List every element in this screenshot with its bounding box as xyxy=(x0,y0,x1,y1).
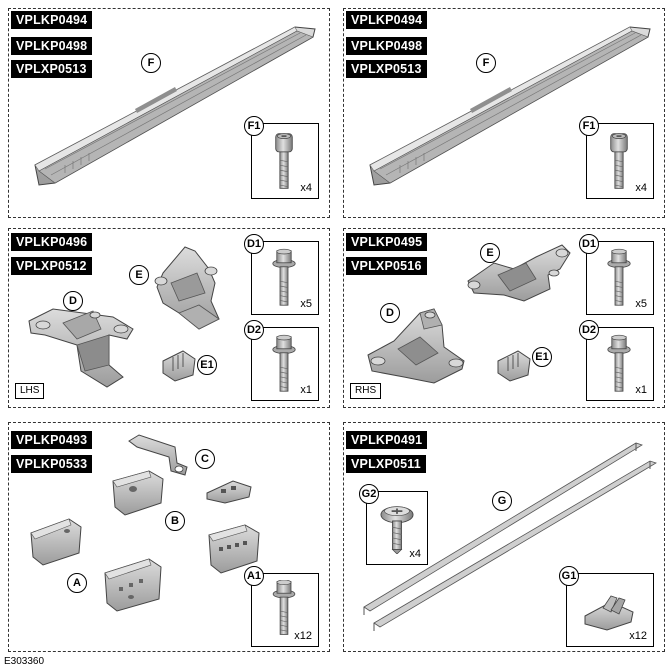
fastener-inset-a1: A1 x12 xyxy=(244,566,319,647)
part-callout-f: F xyxy=(476,53,496,73)
fastener-inset-g1: G1 x12 xyxy=(559,566,654,647)
fastener-inset-d2: D2 x1 xyxy=(244,320,319,401)
flange-bolt-icon xyxy=(272,248,296,306)
flange-bolt-icon xyxy=(607,248,631,306)
part-callout-a: A xyxy=(67,573,87,593)
bracket-e-illustration xyxy=(154,246,220,330)
fastener-callout: D2 xyxy=(579,320,599,340)
block-a-illustration xyxy=(30,518,82,566)
fastener-callout: D1 xyxy=(244,234,264,254)
fastener-inset-d1: D1 x5 xyxy=(579,234,654,315)
fastener-quantity: x1 xyxy=(635,384,647,396)
fastener-quantity: x5 xyxy=(300,298,312,310)
rail-g-illustration xyxy=(363,442,657,631)
pan-head-screw-icon xyxy=(380,505,414,554)
kit-panel-3: VPLKP0496 VPLXP0512 D E E1 D1 x5 D2 x1 L… xyxy=(8,228,330,408)
part-callout-b: B xyxy=(165,511,185,531)
kit-panel-1: VPLKP0494 VPLKP0498 VPLXP0513 F F1 x4 xyxy=(8,8,330,218)
part-code: VPLKP0494 xyxy=(11,11,93,29)
side-label: RHS xyxy=(350,383,382,399)
fastener-quantity: x12 xyxy=(629,630,647,642)
part-callout-e1: E1 xyxy=(197,355,217,375)
figure-reference: E303360 xyxy=(4,656,45,667)
fastener-callout: F1 xyxy=(244,116,264,136)
part-code: VPLKP0533 xyxy=(11,455,93,473)
fastener-quantity: x4 xyxy=(635,182,647,194)
fastener-quantity: x12 xyxy=(294,630,312,642)
fastener-callout: A1 xyxy=(244,566,264,586)
fastener-quantity: x4 xyxy=(409,548,421,560)
part-code: VPLXP0513 xyxy=(11,60,92,78)
fastener-inset-f1: F1 x4 xyxy=(244,116,319,199)
flange-bolt-icon xyxy=(607,334,631,392)
fastener-quantity: x1 xyxy=(300,384,312,396)
fastener-callout: F1 xyxy=(579,116,599,136)
plate-c-illustration xyxy=(206,480,252,504)
bracket-e-illustration xyxy=(467,244,571,302)
block-a-illustration xyxy=(104,558,162,612)
kit-panel-2: VPLKP0494 VPLKP0498 VPLXP0513 F F1 x4 xyxy=(343,8,665,218)
block-b-illustration xyxy=(112,470,164,516)
side-label: LHS xyxy=(15,383,45,399)
fastener-inset-f1: F1 x4 xyxy=(579,116,654,199)
flange-bolt-icon xyxy=(272,580,296,635)
part-code: VPLXP0516 xyxy=(346,257,427,275)
part-callout-f: F xyxy=(141,53,161,73)
part-callout-e1: E1 xyxy=(532,347,552,367)
fastener-callout: D2 xyxy=(244,320,264,340)
bracket-d-illustration xyxy=(28,308,134,388)
part-callout-e: E xyxy=(480,243,500,263)
part-code: VPLKP0494 xyxy=(346,11,428,29)
part-callout-d: D xyxy=(63,291,83,311)
fastener-quantity: x5 xyxy=(635,298,647,310)
bracket-d-illustration xyxy=(367,308,465,384)
fastener-quantity: x4 xyxy=(300,182,312,194)
clip-e1-illustration xyxy=(497,350,531,382)
part-code: VPLKP0491 xyxy=(346,431,428,449)
part-code: VPLKP0498 xyxy=(11,37,93,55)
socket-cap-bolt-icon xyxy=(610,133,628,189)
part-code: VPLKP0496 xyxy=(11,233,93,251)
part-code: VPLXP0512 xyxy=(11,257,92,275)
fastener-callout: D1 xyxy=(579,234,599,254)
part-code: VPLKP0495 xyxy=(346,233,428,251)
plate-c-illustration xyxy=(128,434,188,476)
fastener-callout: G1 xyxy=(559,566,579,586)
kit-panel-6: VPLKP0491 VPLXP0511 G G2 x4 G1 x12 xyxy=(343,422,665,652)
block-b-illustration xyxy=(208,524,260,574)
step-bar-illustration xyxy=(34,26,316,186)
part-callout-e: E xyxy=(129,265,149,285)
part-code: VPLXP0513 xyxy=(346,60,427,78)
fastener-inset-d2: D2 x1 xyxy=(579,320,654,401)
part-code: VPLXP0511 xyxy=(346,455,426,473)
clip-e1-illustration xyxy=(162,350,196,382)
kit-panel-5: VPLKP0493 VPLKP0533 A B C A1 x12 xyxy=(8,422,330,652)
socket-cap-bolt-icon xyxy=(275,133,293,189)
part-callout-d: D xyxy=(380,303,400,323)
fastener-callout: G2 xyxy=(359,484,379,504)
fastener-inset-d1: D1 x5 xyxy=(244,234,319,315)
kit-panel-4: VPLKP0495 VPLXP0516 D E E1 D1 x5 D2 x1 R… xyxy=(343,228,665,408)
fastener-inset-g2: G2 x4 xyxy=(359,484,428,565)
clip-g1-illustration xyxy=(584,595,634,631)
part-code: VPLKP0493 xyxy=(11,431,93,449)
flange-bolt-icon xyxy=(272,334,296,392)
step-bar-illustration xyxy=(369,26,651,186)
part-callout-g: G xyxy=(492,491,512,511)
part-callout-c: C xyxy=(195,449,215,469)
part-code: VPLKP0498 xyxy=(346,37,428,55)
